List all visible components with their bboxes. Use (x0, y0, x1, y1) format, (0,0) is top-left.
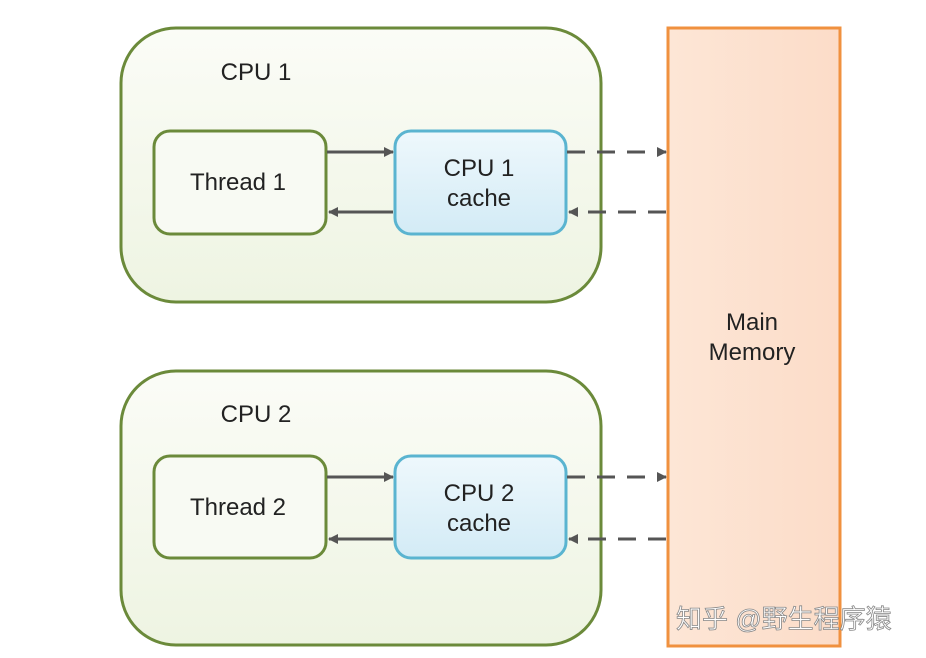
cpu-1-cache-box (393, 129, 568, 236)
cpu-1-group: CPU 1 Thread 1 CPU 1 cache (119, 26, 667, 304)
cpu-2-group: CPU 2 Thread 2 CPU 2 cache (119, 369, 667, 647)
cpu-1-label: CPU 1 (221, 59, 292, 86)
cpu-2-box (119, 369, 603, 647)
cpu-2-cache-line2: cache (447, 510, 511, 537)
main-memory-box (666, 26, 842, 648)
cpu-1-cache-line1: CPU 1 (444, 155, 515, 182)
memory-label-line1: Main (726, 309, 778, 336)
cpu-1-cache-line2: cache (447, 185, 511, 212)
cpu-2-label: CPU 2 (221, 401, 292, 428)
cpu-2-cache-line1: CPU 2 (444, 480, 515, 507)
thread-2-label: Thread 2 (190, 494, 286, 521)
cpu-2-cache-box (393, 454, 568, 560)
thread-1-label: Thread 1 (190, 169, 286, 196)
thread-1-box (152, 129, 328, 236)
main-memory: Main Memory (666, 26, 842, 648)
watermark: 知乎 @野生程序猿 (676, 604, 892, 634)
memory-label-line2: Memory (709, 339, 796, 366)
thread-2-box (152, 454, 328, 560)
